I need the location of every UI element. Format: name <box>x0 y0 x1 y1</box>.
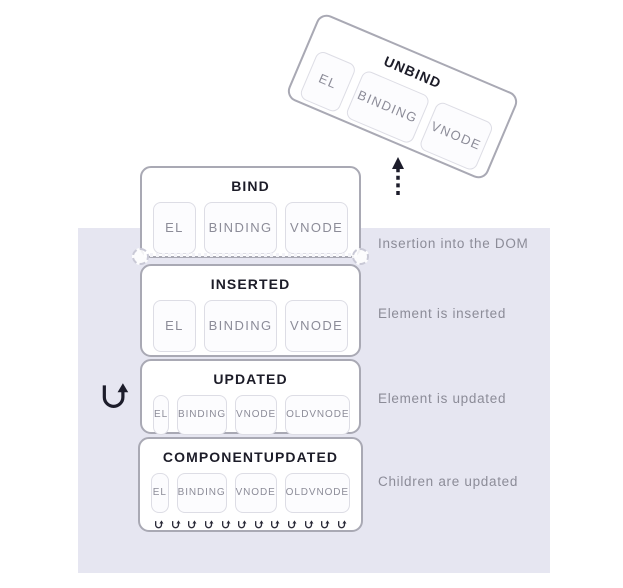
arg-chip-binding: BINDING <box>176 472 227 513</box>
arg-chip-el: EL <box>153 201 196 254</box>
repeat-curl-arrow-icon <box>287 519 297 530</box>
repeat-curl-arrow-icon <box>187 519 197 530</box>
args-row-bind: EL BINDING VNODE <box>153 201 348 254</box>
arg-chip-vnode: VNODE <box>285 201 348 254</box>
hook-box-bind: BIND EL BINDING VNODE <box>132 166 369 265</box>
arg-chip-vnode: VNODE <box>285 299 348 352</box>
dotted-up-arrow-icon <box>391 155 405 202</box>
update-loop-arrow-icon <box>99 378 131 419</box>
repeat-curl-arrow-icon <box>320 519 330 530</box>
repeat-arrows-row <box>151 518 350 532</box>
perforation-line <box>144 253 357 257</box>
repeat-curl-arrow-icon <box>154 519 164 530</box>
repeat-curl-arrow-icon <box>171 519 181 530</box>
repeat-curl-arrow-icon <box>304 519 314 530</box>
arg-chip-binding: BINDING <box>177 394 228 435</box>
arg-chip-el: EL <box>153 299 196 352</box>
arg-chip-vnode: VNODE <box>234 472 277 513</box>
arg-chip-oldvnode: OLDVNODE <box>285 394 351 435</box>
repeat-curl-arrow-icon <box>237 519 247 530</box>
hook-title-componentupdated: COMPONENTUPDATED <box>162 449 339 465</box>
arg-chip-oldvnode: OLDVNODE <box>284 472 350 513</box>
annotation-children: Children are updated <box>378 474 519 489</box>
hook-title-updated: UPDATED <box>213 371 288 387</box>
repeat-curl-arrow-icon <box>337 519 347 530</box>
arg-chip-binding: BINDING <box>203 299 278 352</box>
perforation-scallop-right <box>352 248 369 265</box>
repeat-curl-arrow-icon <box>254 519 264 530</box>
hook-title-bind: BIND <box>231 178 270 194</box>
arg-chip-binding: BINDING <box>203 201 278 254</box>
annotation-inserted: Element is inserted <box>378 306 507 321</box>
arg-chip-el: EL <box>151 472 169 513</box>
arg-chip-el: EL <box>153 394 170 435</box>
hook-box-componentupdated: COMPONENTUPDATED EL BINDING VNODE OLDVNO… <box>138 437 363 532</box>
args-row-inserted: EL BINDING VNODE <box>153 299 348 352</box>
repeat-curl-arrow-icon <box>270 519 280 530</box>
arg-chip-vnode: VNODE <box>235 394 278 435</box>
repeat-curl-arrow-icon <box>204 519 214 530</box>
args-row-updated: EL BINDING VNODE OLDVNODE <box>153 394 351 435</box>
annotation-insertion: Insertion into the DOM <box>378 236 529 251</box>
perforation-scallop-left <box>132 248 149 265</box>
hook-box-updated: UPDATED EL BINDING VNODE OLDVNODE <box>140 359 361 435</box>
hook-box-inserted: INSERTED EL BINDING VNODE <box>140 264 361 357</box>
repeat-curl-arrow-icon <box>221 519 231 530</box>
hook-title-inserted: INSERTED <box>210 276 291 292</box>
args-row-componentupdated: EL BINDING VNODE OLDVNODE <box>151 472 350 513</box>
annotation-updated: Element is updated <box>378 391 507 406</box>
